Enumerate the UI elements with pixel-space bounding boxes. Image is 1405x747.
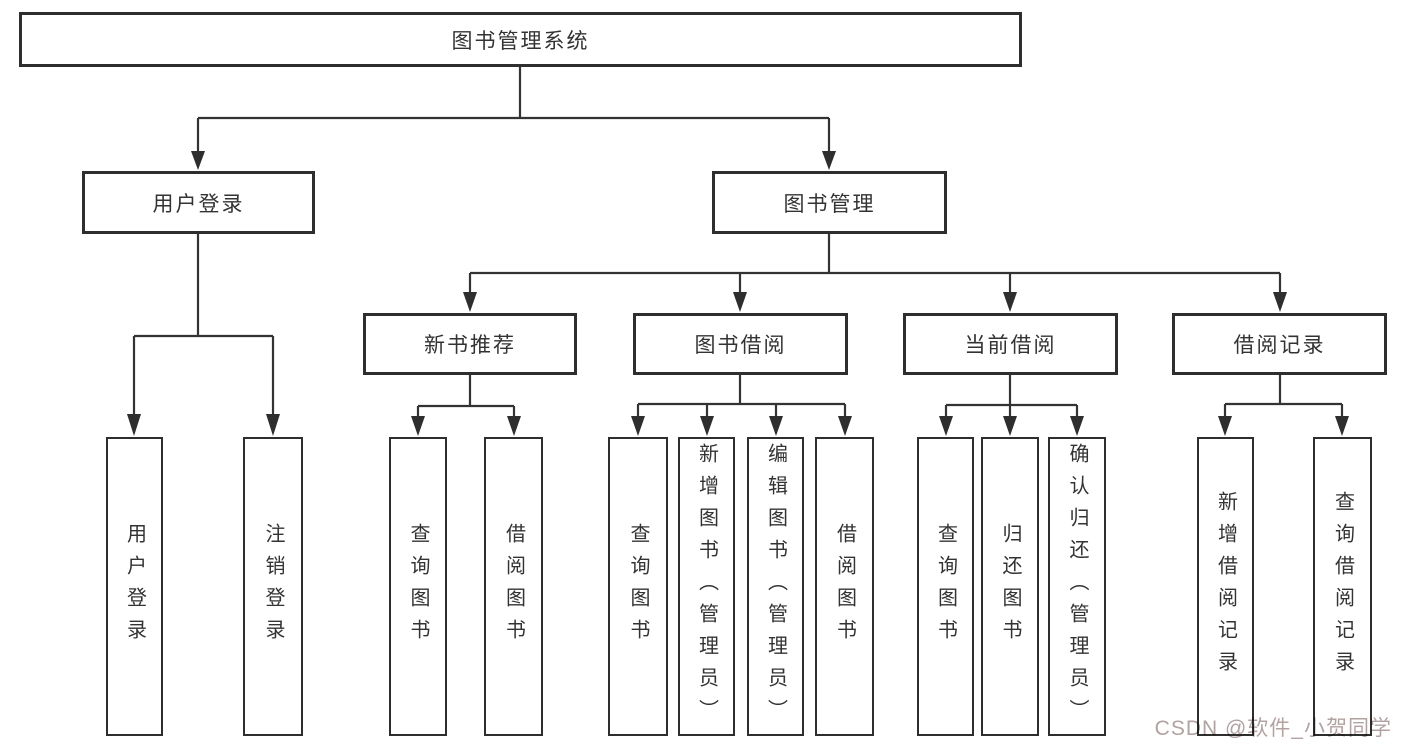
leaf-records-query-record: 查询借阅记录 xyxy=(1313,437,1372,736)
leaf-borrow-borrow-book: 借阅图书 xyxy=(815,437,874,736)
leaf-user-login-label: 用户登录 xyxy=(123,522,146,651)
node-root: 图书管理系统 xyxy=(19,12,1022,67)
node-book-borrow: 图书借阅 xyxy=(633,313,848,375)
leaf-borrow-edit-book-label: 编辑图书（管理员） xyxy=(764,442,787,731)
leaf-newbook-query-book: 查询图书 xyxy=(389,437,447,736)
leaf-records-query-record-label: 查询借阅记录 xyxy=(1331,490,1354,683)
leaf-current-query-book: 查询图书 xyxy=(917,437,974,736)
leaf-current-return-book: 归还图书 xyxy=(981,437,1039,736)
leaf-newbook-borrow-book: 借阅图书 xyxy=(484,437,543,736)
node-current-borrow-label: 当前借阅 xyxy=(964,334,1057,357)
leaf-current-query-book-label: 查询图书 xyxy=(934,522,957,651)
leaf-records-add-record: 新增借阅记录 xyxy=(1197,437,1254,736)
node-new-book-recommend: 新书推荐 xyxy=(363,313,577,375)
leaf-borrow-add-book: 新增图书（管理员） xyxy=(678,437,735,736)
node-root-label: 图书管理系统 xyxy=(451,29,590,53)
node-book-management-label: 图书管理 xyxy=(783,192,876,216)
csdn-watermark: CSDN @软件_小贺同学 xyxy=(1154,717,1392,740)
leaf-newbook-query-book-label: 查询图书 xyxy=(407,522,429,651)
leaf-current-confirm-return-label: 确认归还（管理员） xyxy=(1066,442,1088,731)
node-book-management: 图书管理 xyxy=(712,171,947,234)
leaf-current-confirm-return: 确认归还（管理员） xyxy=(1048,437,1106,736)
leaf-borrow-edit-book: 编辑图书（管理员） xyxy=(747,437,804,736)
leaf-borrow-query-book: 查询图书 xyxy=(608,437,668,736)
arrow-heads xyxy=(127,151,1349,436)
node-borrow-records: 借阅记录 xyxy=(1172,313,1387,375)
leaf-borrow-query-book-label: 查询图书 xyxy=(627,522,649,651)
leaf-records-add-record-label: 新增借阅记录 xyxy=(1214,490,1237,683)
leaf-borrow-add-book-label: 新增图书（管理员） xyxy=(695,442,718,731)
node-new-book-recommend-label: 新书推荐 xyxy=(424,334,516,357)
leaf-logout-label: 注销登录 xyxy=(262,522,284,651)
node-user-login: 用户登录 xyxy=(82,171,315,234)
leaf-newbook-borrow-book-label: 借阅图书 xyxy=(502,522,525,651)
leaf-user-login: 用户登录 xyxy=(106,437,163,736)
node-user-login-label: 用户登录 xyxy=(152,192,245,216)
node-borrow-records-label: 借阅记录 xyxy=(1233,334,1326,357)
node-book-borrow-label: 图书借阅 xyxy=(694,334,787,357)
node-current-borrow: 当前借阅 xyxy=(903,313,1118,375)
leaf-logout: 注销登录 xyxy=(243,437,303,736)
leaf-borrow-borrow-book-label: 借阅图书 xyxy=(833,522,856,651)
leaf-current-return-book-label: 归还图书 xyxy=(999,522,1021,651)
